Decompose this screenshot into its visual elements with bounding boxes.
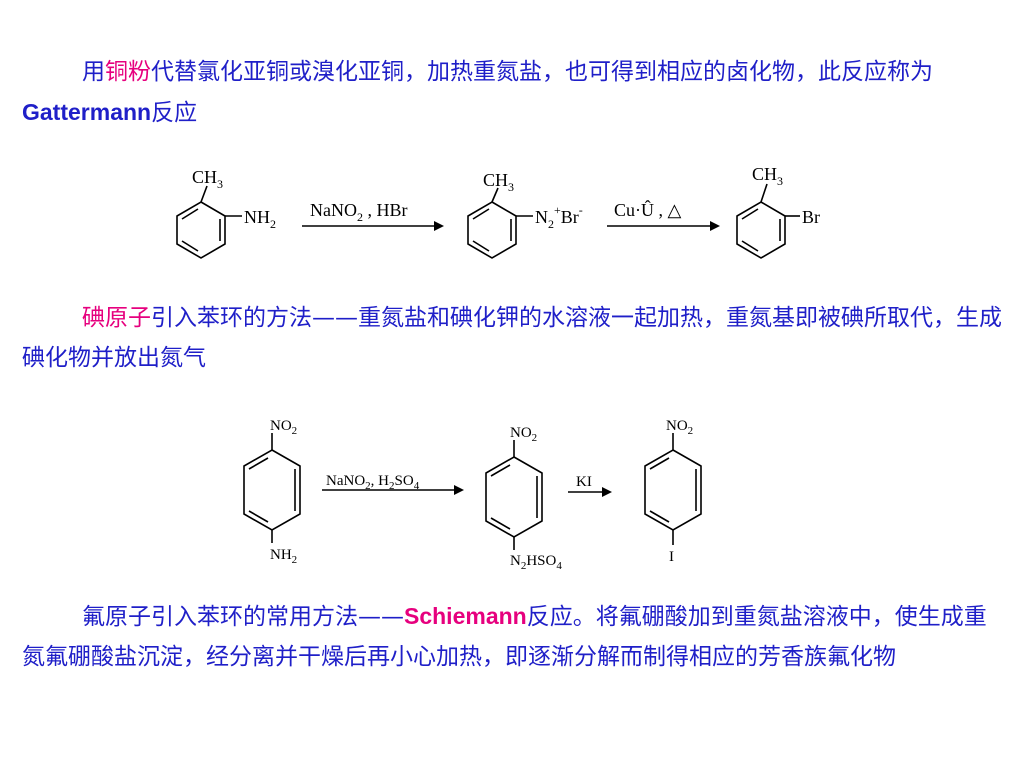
reaction-arrow-2: KI (568, 474, 612, 497)
reactant-o-toluidine: CH3 NH2 (176, 167, 276, 259)
text-segment: 反应 (151, 100, 198, 126)
schiemann-paragraph: 氟原子引入苯环的常用方法——Schiemann反应。将氟硼酸加到重氮盐溶液中，使… (22, 596, 1002, 677)
diazonium-label: N2HSO4 (510, 553, 562, 572)
text-segment: 用 (82, 59, 105, 85)
highlight-iodine-atom: 碘原子 (82, 305, 151, 331)
reaction-arrow-2: Cu·Û , △ (607, 199, 720, 231)
product-o-bromotoluene: CH3 Br (736, 164, 820, 259)
benzene-ring (243, 449, 301, 531)
intermediate-diazonium-sulfate: NO2 N2HSO4 (485, 425, 562, 572)
iodination-paragraph: 碘原子引入苯环的方法——重氮盐和碘化钾的水溶液一起加热，重氮基即被碘所取代，生成… (22, 298, 1002, 378)
iodination-reaction-scheme: NO2 NH2 NaNO2, H2SO4 NO2 N2HSO4 KI NO2 I (243, 418, 702, 572)
arrow-reagent-label: KI (576, 474, 592, 490)
amino-label: NH2 (244, 207, 276, 231)
bromo-label: Br (802, 207, 820, 227)
reaction-arrow-1: NaNO2, H2SO4 (322, 473, 464, 495)
gattermann-term: Gattermann (22, 99, 152, 125)
product-p-iodonitrobenzene: NO2 I (644, 418, 702, 565)
reactant-p-nitroaniline: NO2 NH2 (243, 418, 301, 566)
text-segment: 重氮盐和碘化钾的水溶液一起加热，重氮基即被碘所取代，生成碘化物并放出氮气 (22, 305, 1002, 371)
diazonium-label: N2+Br- (535, 203, 583, 231)
methyl-label: CH3 (752, 164, 783, 188)
highlight-copper-powder: 铜粉 (105, 59, 151, 85)
amino-label: NH2 (270, 547, 297, 566)
text-segment: 代替氯化亚铜或溴化亚铜，加热重氮盐，也可得到相应的卤化物，此反应称为 (151, 59, 933, 85)
gattermann-paragraph: 用铜粉代替氯化亚铜或溴化亚铜，加热重氮盐，也可得到相应的卤化物，此反应称为 Gat… (22, 52, 1002, 133)
schiemann-term: Schiemann (404, 603, 527, 629)
text-segment: 氟原子引入苯环的常用方法 (82, 604, 358, 630)
benzene-ring (736, 201, 786, 259)
nitro-label: NO2 (510, 425, 537, 444)
reaction-arrow-1: NaNO2 , HBr (302, 200, 444, 231)
nitro-label: NO2 (666, 418, 693, 437)
arrow-reagent-label: Cu·Û , △ (614, 199, 681, 220)
text-segment: 引入苯环的方法 (151, 305, 312, 331)
intermediate-diazonium-salt: CH3 N2+Br- (467, 170, 583, 259)
methyl-label: CH3 (483, 170, 514, 194)
arrow-reagent-label: NaNO2, H2SO4 (326, 473, 420, 492)
nitro-label: NO2 (270, 418, 297, 437)
arrow-reagent-label: NaNO2 , HBr (310, 200, 408, 224)
dash: —— (312, 305, 358, 331)
benzene-ring (644, 449, 702, 531)
benzene-ring (176, 201, 226, 259)
dash: —— (358, 604, 404, 630)
text-segment: 反应。将氟硼酸加到重氮盐溶液中，使生成重氮氟硼酸盐沉淀，经分离并干燥后再小心加热… (22, 604, 987, 670)
gattermann-reaction-scheme: CH3 NH2 NaNO2 , HBr CH3 N2+Br- Cu·Û , △ … (176, 164, 820, 259)
benzene-ring (485, 456, 543, 538)
benzene-ring (467, 201, 517, 259)
methyl-label: CH3 (192, 167, 223, 191)
iodo-label: I (669, 549, 674, 565)
